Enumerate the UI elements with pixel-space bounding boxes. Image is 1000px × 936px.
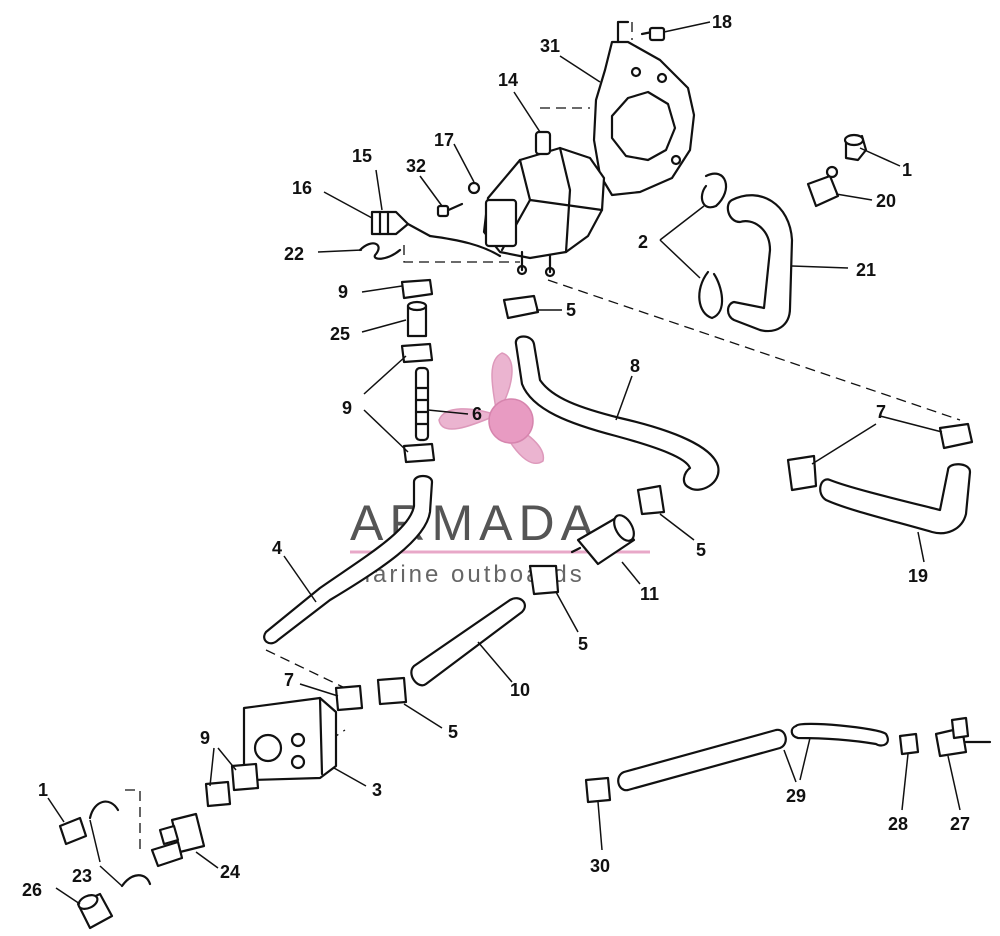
sensor-15 xyxy=(370,210,502,258)
callout-1-top: 1 xyxy=(902,160,912,180)
inline-filter-11 xyxy=(570,514,636,566)
callout-32: 32 xyxy=(406,156,426,176)
clamp-5-a xyxy=(502,294,540,320)
callout-9-bottom: 9 xyxy=(200,728,210,748)
filter-housing-3 xyxy=(242,696,338,782)
fitting-20 xyxy=(806,165,840,208)
callout-27: 27 xyxy=(950,814,970,834)
callout-16: 16 xyxy=(292,178,312,198)
filter-6 xyxy=(414,366,430,442)
clip-22 xyxy=(358,242,402,260)
hose-29-long xyxy=(617,728,787,792)
callout-5-b: 5 xyxy=(696,540,706,560)
cap-1-bottom xyxy=(58,816,88,846)
clamps-2 xyxy=(698,172,727,320)
callout-1-bottom: 1 xyxy=(38,780,48,800)
sleeve-26 xyxy=(76,892,114,930)
callout-numbers: 18 31 14 17 15 32 16 22 1 20 2 21 9 5 25… xyxy=(22,12,970,900)
callout-10: 10 xyxy=(510,680,530,700)
hose-29-short xyxy=(790,722,889,747)
clip-23-a xyxy=(88,800,120,820)
callout-17: 17 xyxy=(434,130,454,150)
callout-30: 30 xyxy=(590,856,610,876)
callout-22: 22 xyxy=(284,244,304,264)
callout-28: 28 xyxy=(888,814,908,834)
callout-15: 15 xyxy=(352,146,372,166)
callout-18: 18 xyxy=(712,12,732,32)
clamp-9-bottom-b xyxy=(204,780,232,808)
leader-lines xyxy=(47,21,961,905)
callout-5-c: 5 xyxy=(578,634,588,654)
callout-9-top: 9 xyxy=(338,282,348,302)
bolt-18 xyxy=(640,26,666,42)
callout-7-a: 7 xyxy=(876,402,886,422)
callout-19: 19 xyxy=(908,566,928,586)
callout-11: 11 xyxy=(640,584,659,604)
callout-5-d: 5 xyxy=(448,722,458,742)
callout-20: 20 xyxy=(876,191,896,211)
hose-25 xyxy=(406,300,428,338)
callout-7-b: 7 xyxy=(284,670,294,690)
hose-10 xyxy=(410,597,526,687)
clip-23-b xyxy=(120,874,152,888)
clamp-30 xyxy=(584,776,612,804)
clamp-7-c xyxy=(334,684,364,712)
cap-1-top xyxy=(843,133,868,162)
clamp-5-c xyxy=(528,564,560,596)
hose-4 xyxy=(263,474,434,645)
callout-2: 2 xyxy=(638,232,648,252)
callout-26: 26 xyxy=(22,880,42,900)
clamp-28 xyxy=(898,732,920,756)
callout-8: 8 xyxy=(630,356,640,376)
callout-3: 3 xyxy=(372,780,382,800)
callout-6: 6 xyxy=(472,404,482,424)
clamp-7-b xyxy=(786,454,818,492)
fitting-24 xyxy=(150,812,206,868)
nut-17 xyxy=(467,181,481,195)
callout-14: 14 xyxy=(498,70,518,90)
hose-21 xyxy=(726,194,794,333)
hose-8 xyxy=(514,335,720,491)
assembly-lines xyxy=(125,22,961,850)
callout-24: 24 xyxy=(220,862,240,882)
clamp-9-low xyxy=(402,442,436,464)
hose-19 xyxy=(819,463,972,535)
callout-25: 25 xyxy=(330,324,350,344)
fuel-pump-14 xyxy=(482,130,606,278)
callout-23: 23 xyxy=(72,866,92,886)
clamp-5-d xyxy=(376,676,408,706)
clamp-9-top xyxy=(400,278,434,300)
bracket-plate-31 xyxy=(592,20,696,197)
callout-9-mid: 9 xyxy=(342,398,352,418)
connector-27 xyxy=(934,716,992,758)
clamp-9-bottom-a xyxy=(230,762,260,792)
callout-5-a: 5 xyxy=(566,300,576,320)
armada-logo xyxy=(438,352,545,464)
callout-31: 31 xyxy=(540,36,560,56)
screw-32 xyxy=(436,202,464,218)
clamp-7-a xyxy=(938,422,974,450)
clamp-9-mid xyxy=(400,342,434,364)
callout-4: 4 xyxy=(272,538,282,558)
callout-29: 29 xyxy=(786,786,806,806)
callout-21: 21 xyxy=(856,260,876,280)
clamp-5-b xyxy=(636,484,666,516)
